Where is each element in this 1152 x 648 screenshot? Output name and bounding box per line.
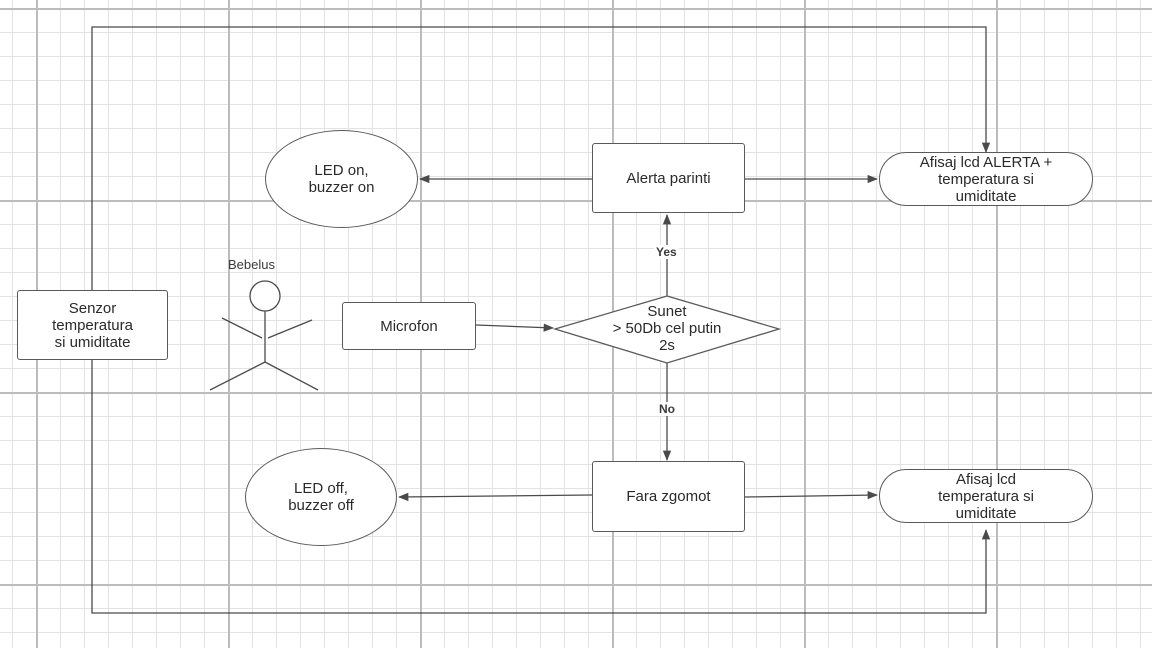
sensor-node: Senzor temperatura si umiditate (17, 290, 168, 360)
alert-parents-node: Alerta parinti (592, 143, 745, 213)
no-noise-node: Fara zgomot (592, 461, 745, 532)
sensor-loop-top-connector (91, 26, 991, 290)
display-alert-node: Afisaj lcd ALERTA + temperatura si umidi… (879, 152, 1093, 206)
decision-label: Sunet > 50Db cel putin 2s (612, 303, 722, 354)
no-noise-to-display-connector (744, 490, 879, 500)
led-on-node: LED on, buzzer on (265, 130, 418, 228)
led-off-node: LED off, buzzer off (245, 448, 397, 546)
display-normal-node: Afisaj lcd temperatura si umiditate (879, 469, 1093, 523)
actor-label: Bebelus (228, 257, 275, 272)
baby-actor-icon (209, 280, 319, 391)
microphone-node: Microfon (342, 302, 476, 350)
microphone-to-decision-connector (475, 323, 555, 332)
no-edge-label: No (657, 402, 677, 416)
decision-diamond (552, 295, 782, 364)
no-noise-to-led-connector (397, 492, 593, 502)
yes-edge-label: Yes (654, 245, 679, 259)
sensor-loop-bottom-connector (91, 360, 991, 614)
